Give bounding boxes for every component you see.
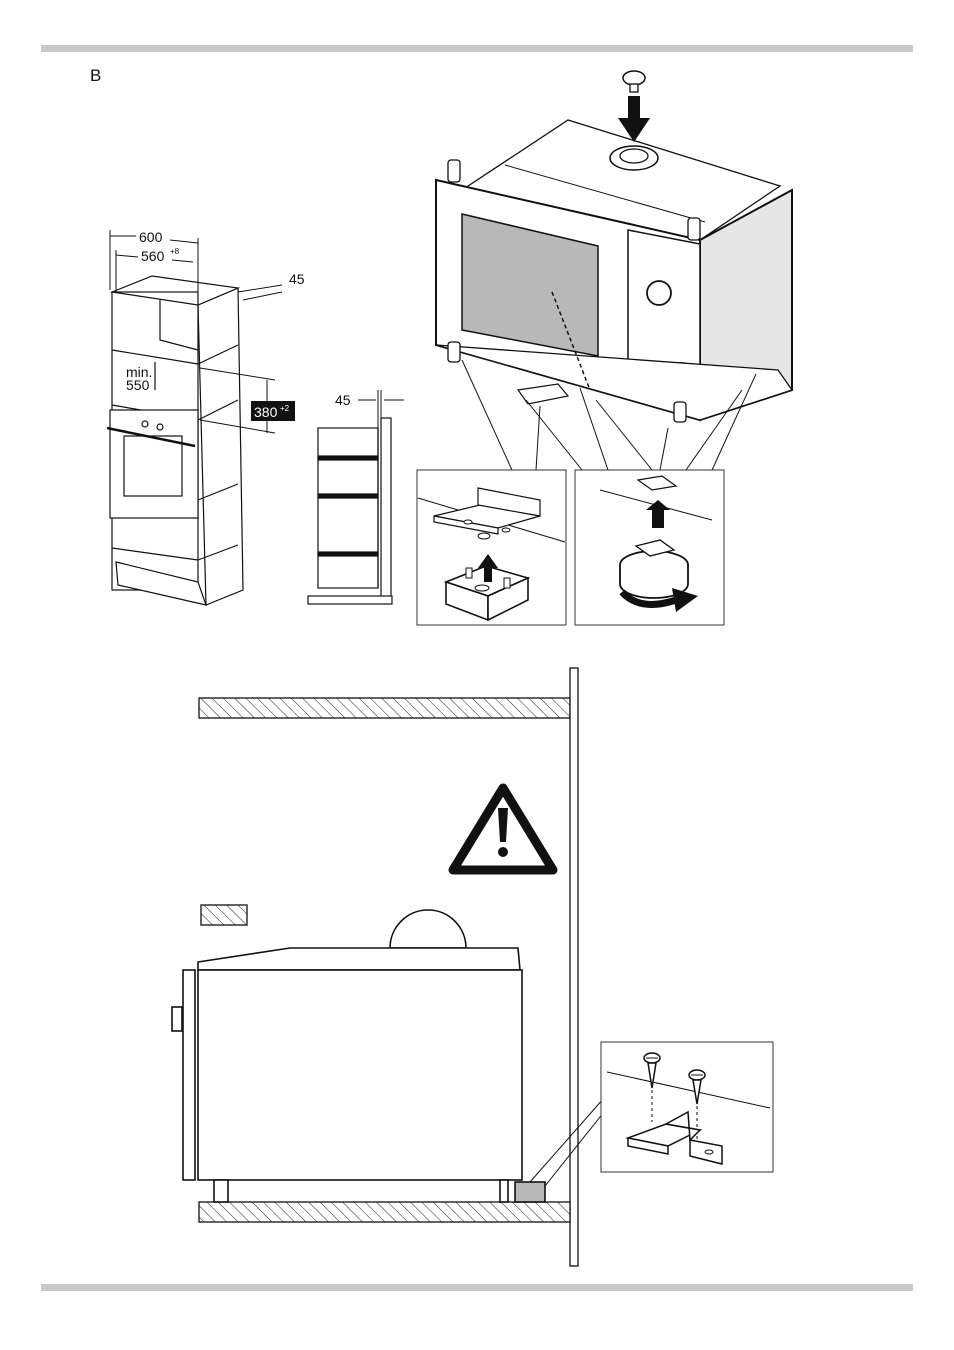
microwave-unit [436, 120, 792, 422]
warning-triangle-icon [453, 788, 553, 870]
lower-shelf [199, 1202, 570, 1222]
cabinet-wall [570, 668, 578, 1266]
dim-side-gap: 45 [335, 392, 351, 408]
dim-width-outer: 600 [139, 229, 163, 245]
cabinet-side-section [308, 418, 392, 604]
upper-shelf [199, 698, 570, 718]
microwave-side-view [172, 910, 545, 1202]
detail-foot-rotate [575, 470, 724, 625]
detail-bracket-mount [417, 470, 566, 625]
dim-width-inner: 560 [141, 248, 165, 264]
dim-min-value: 550 [126, 377, 150, 393]
tall-cabinet [107, 276, 243, 605]
dim-depth-gap: 45 [289, 271, 305, 287]
arrow-down-icon [618, 71, 650, 142]
detail-screw-bracket [601, 1042, 773, 1172]
dim-width-inner-tolerance: +8 [170, 247, 180, 256]
dim-height: 380 [254, 404, 278, 420]
dim-height-tolerance: +2 [280, 404, 290, 413]
hatch-legend [201, 905, 247, 925]
